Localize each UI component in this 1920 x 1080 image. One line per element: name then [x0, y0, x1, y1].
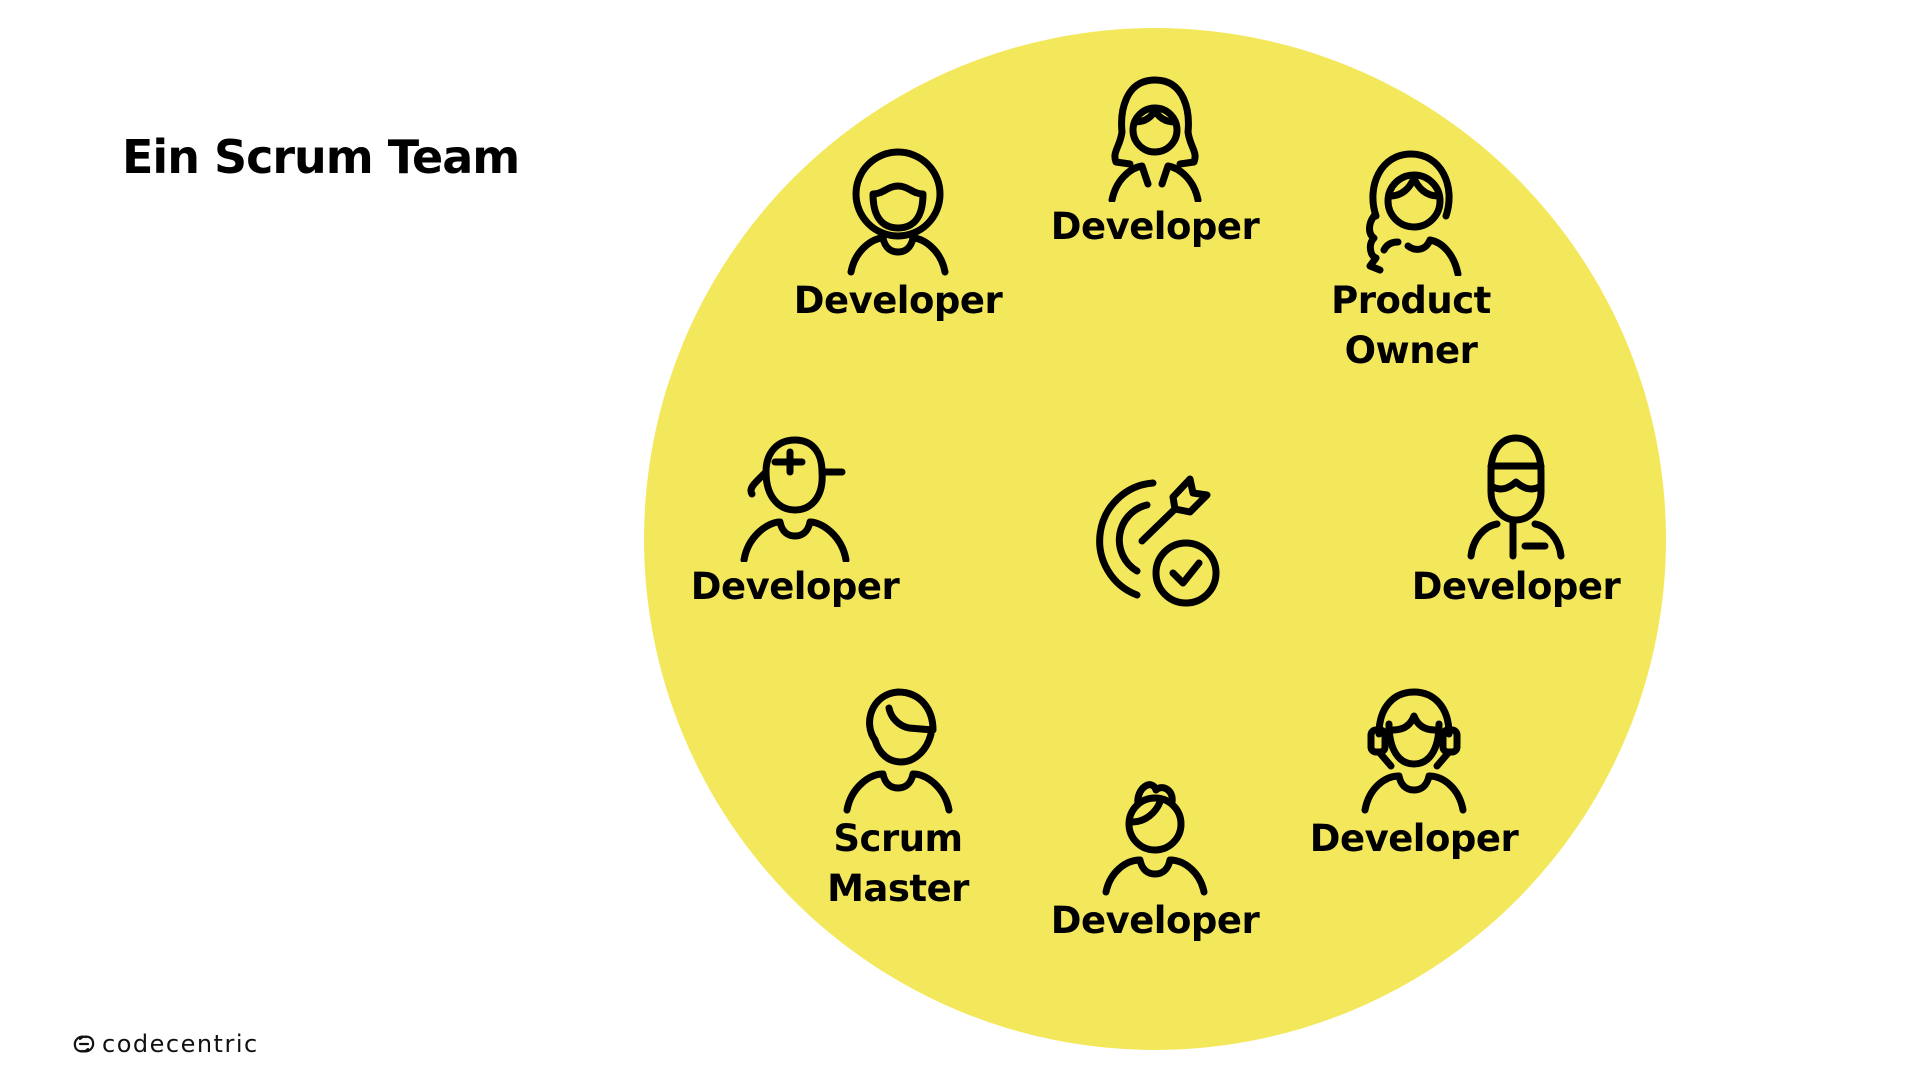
team-circle	[644, 28, 1666, 1050]
person-cap-icon	[740, 436, 850, 562]
role-label: Developer	[1309, 817, 1519, 860]
person-bun-icon	[1102, 781, 1208, 896]
person-side-hair-icon	[843, 688, 953, 814]
woman-braid-icon	[1366, 150, 1462, 276]
logo-mark-icon	[73, 1035, 95, 1053]
woman-long-hair-icon	[1108, 76, 1202, 202]
slide-title: Ein Scrum Team	[122, 130, 520, 184]
person-curly-hair-icon	[847, 148, 949, 276]
team-member-developer-bottom: Developer	[1025, 766, 1285, 946]
role-label: Developer	[1411, 565, 1621, 608]
person-headset-icon	[1361, 688, 1467, 814]
codecentric-logo: codecentric	[72, 1030, 259, 1058]
role-label: Developer	[1050, 899, 1260, 942]
team-member-product-owner: Product Owner	[1281, 146, 1541, 376]
team-member-developer-right: Developer	[1386, 432, 1646, 612]
team-member-developer-top: Developer	[1025, 72, 1285, 252]
team-member-developer-left: Developer	[665, 432, 925, 612]
role-label: Developer	[793, 279, 1003, 322]
team-member-scrum-master: Scrum Master	[768, 684, 1028, 914]
team-member-developer-lower-right: Developer	[1284, 684, 1544, 864]
team-member-developer-upper-left: Developer	[768, 146, 1028, 326]
target-check-icon	[1096, 475, 1220, 607]
role-label: Developer	[1050, 205, 1260, 248]
man-beard-icon	[1467, 434, 1565, 560]
role-label: Scrum Master	[827, 817, 969, 910]
role-label: Developer	[690, 565, 900, 608]
role-label: Product Owner	[1331, 279, 1491, 372]
logo-text: codecentric	[102, 1030, 259, 1058]
